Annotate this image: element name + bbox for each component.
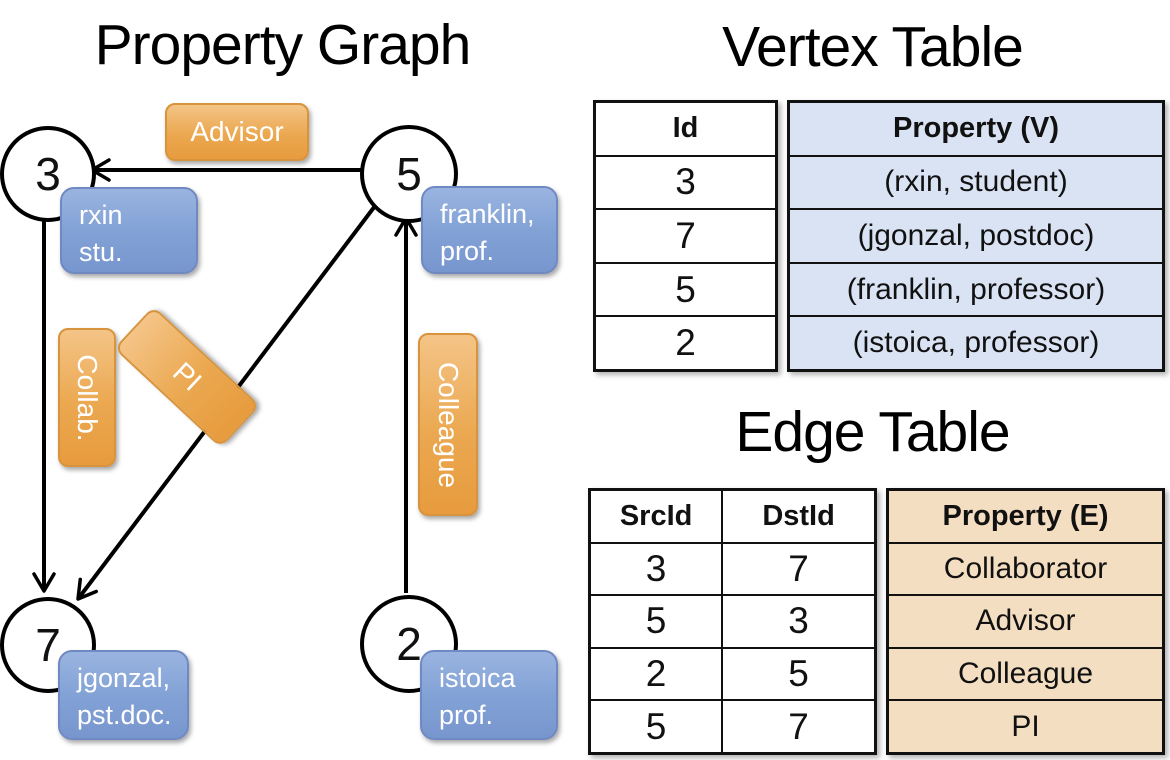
table-row: 3 7 xyxy=(591,541,874,595)
edge-dstid-cell: 7 xyxy=(721,701,874,752)
edge-dstid-header: DstId xyxy=(721,491,874,542)
edge-table-id-columns: SrcId DstId 3 7 5 3 2 5 5 7 xyxy=(588,488,877,755)
edge-table-title: Edge Table xyxy=(735,400,1010,464)
node-3-property-line2: stu. xyxy=(79,237,123,267)
table-row: 2 5 xyxy=(591,646,874,700)
table-row: (rxin, student) xyxy=(790,154,1162,209)
vertex-table-header-row: Id xyxy=(596,103,775,155)
edge-label-colleague: Colleague xyxy=(418,333,478,516)
node-7-property-line1: jgonzal, xyxy=(77,663,171,693)
node-5-property-line1: franklin, xyxy=(440,199,535,229)
edge-label-collab: Collab. xyxy=(58,328,116,467)
table-row: Advisor xyxy=(889,594,1162,647)
node-7-id: 7 xyxy=(35,619,61,671)
node-3-property-label: rxin stu. xyxy=(60,187,198,274)
edge-label-pi-text: PI xyxy=(167,356,208,397)
edge-srcid-cell: 5 xyxy=(645,600,667,642)
table-row: 5 3 xyxy=(591,594,874,647)
property-graph-title: Property Graph xyxy=(94,13,472,77)
table-row: (franklin, professor) xyxy=(790,261,1162,316)
vertex-property-header: Property (V) xyxy=(790,103,1162,155)
node-2-property-line2: prof. xyxy=(439,700,494,730)
edge-property-cell: PI xyxy=(889,701,1162,752)
vertex-table-id-column: Id 3 7 5 2 xyxy=(593,100,778,372)
vertex-table-title: Vertex Table xyxy=(722,15,1024,79)
vertex-table-header-row: Property (V) xyxy=(790,103,1162,155)
vertex-property-cell: (jgonzal, postdoc) xyxy=(790,210,1162,262)
edge-table-property-column: Property (E) Collaborator Advisor Collea… xyxy=(886,488,1165,755)
edge-srcid-cell: 2 xyxy=(645,653,667,695)
graph-node-5: 5 xyxy=(360,125,458,223)
vertex-id-cell: 7 xyxy=(675,214,696,256)
table-row: (istoica, professor) xyxy=(790,315,1162,369)
edge-dstid-cell: 5 xyxy=(721,648,874,700)
edge-property-cell: Colleague xyxy=(889,648,1162,700)
vertex-property-cell: (istoica, professor) xyxy=(790,317,1162,369)
edge-srcid-header: SrcId xyxy=(619,499,693,532)
node-2-property-label: istoica prof. xyxy=(420,650,558,740)
vertex-table-property-column: Property (V) (rxin, student) (jgonzal, p… xyxy=(787,100,1165,372)
edge-property-header: Property (E) xyxy=(889,491,1162,542)
edge-table-header-row: SrcId DstId xyxy=(591,491,874,542)
node-3-id: 3 xyxy=(35,148,61,200)
table-row: 7 xyxy=(596,208,775,262)
node-2-id: 2 xyxy=(396,618,422,670)
node-7-property-line2: pst.doc. xyxy=(77,700,172,730)
edge-srcid-cell: 5 xyxy=(645,705,667,747)
edge-table-header-row: Property (E) xyxy=(889,491,1162,542)
edge-dstid-cell: 3 xyxy=(721,596,874,647)
node-7-property-label: jgonzal, pst.doc. xyxy=(58,650,189,740)
vertex-id-cell: 2 xyxy=(675,322,696,364)
edge-property-cell: Advisor xyxy=(889,596,1162,647)
table-row: 5 xyxy=(596,261,775,316)
node-2-property-line1: istoica xyxy=(439,663,516,693)
table-row: PI xyxy=(889,699,1162,752)
edge-label-colleague-text: Colleague xyxy=(433,361,464,488)
edge-dstid-cell: 7 xyxy=(721,543,874,595)
graph-node-2: 2 xyxy=(360,595,458,693)
table-row: Colleague xyxy=(889,646,1162,700)
edge-property-cell: Collaborator xyxy=(889,543,1162,595)
table-row: 2 xyxy=(596,315,775,369)
edge-srcid-cell: 3 xyxy=(645,547,667,589)
table-row: Collaborator xyxy=(889,541,1162,595)
node-3-property-line1: rxin xyxy=(79,200,123,230)
vertex-property-cell: (franklin, professor) xyxy=(790,263,1162,316)
vertex-id-cell: 3 xyxy=(675,161,696,203)
edge-label-collab-text: Collab. xyxy=(72,353,103,442)
edge-label-advisor: Advisor xyxy=(165,103,309,161)
vertex-id-cell: 5 xyxy=(675,268,696,310)
vertex-id-header: Id xyxy=(672,112,699,145)
table-row: 5 7 xyxy=(591,699,874,752)
table-row: (jgonzal, postdoc) xyxy=(790,208,1162,262)
node-5-property-line2: prof. xyxy=(440,236,495,266)
node-5-property-label: franklin, prof. xyxy=(421,186,558,274)
vertex-property-cell: (rxin, student) xyxy=(790,156,1162,209)
node-5-id: 5 xyxy=(396,148,422,200)
edge-label-advisor-text: Advisor xyxy=(190,116,284,147)
table-row: 3 xyxy=(596,154,775,209)
